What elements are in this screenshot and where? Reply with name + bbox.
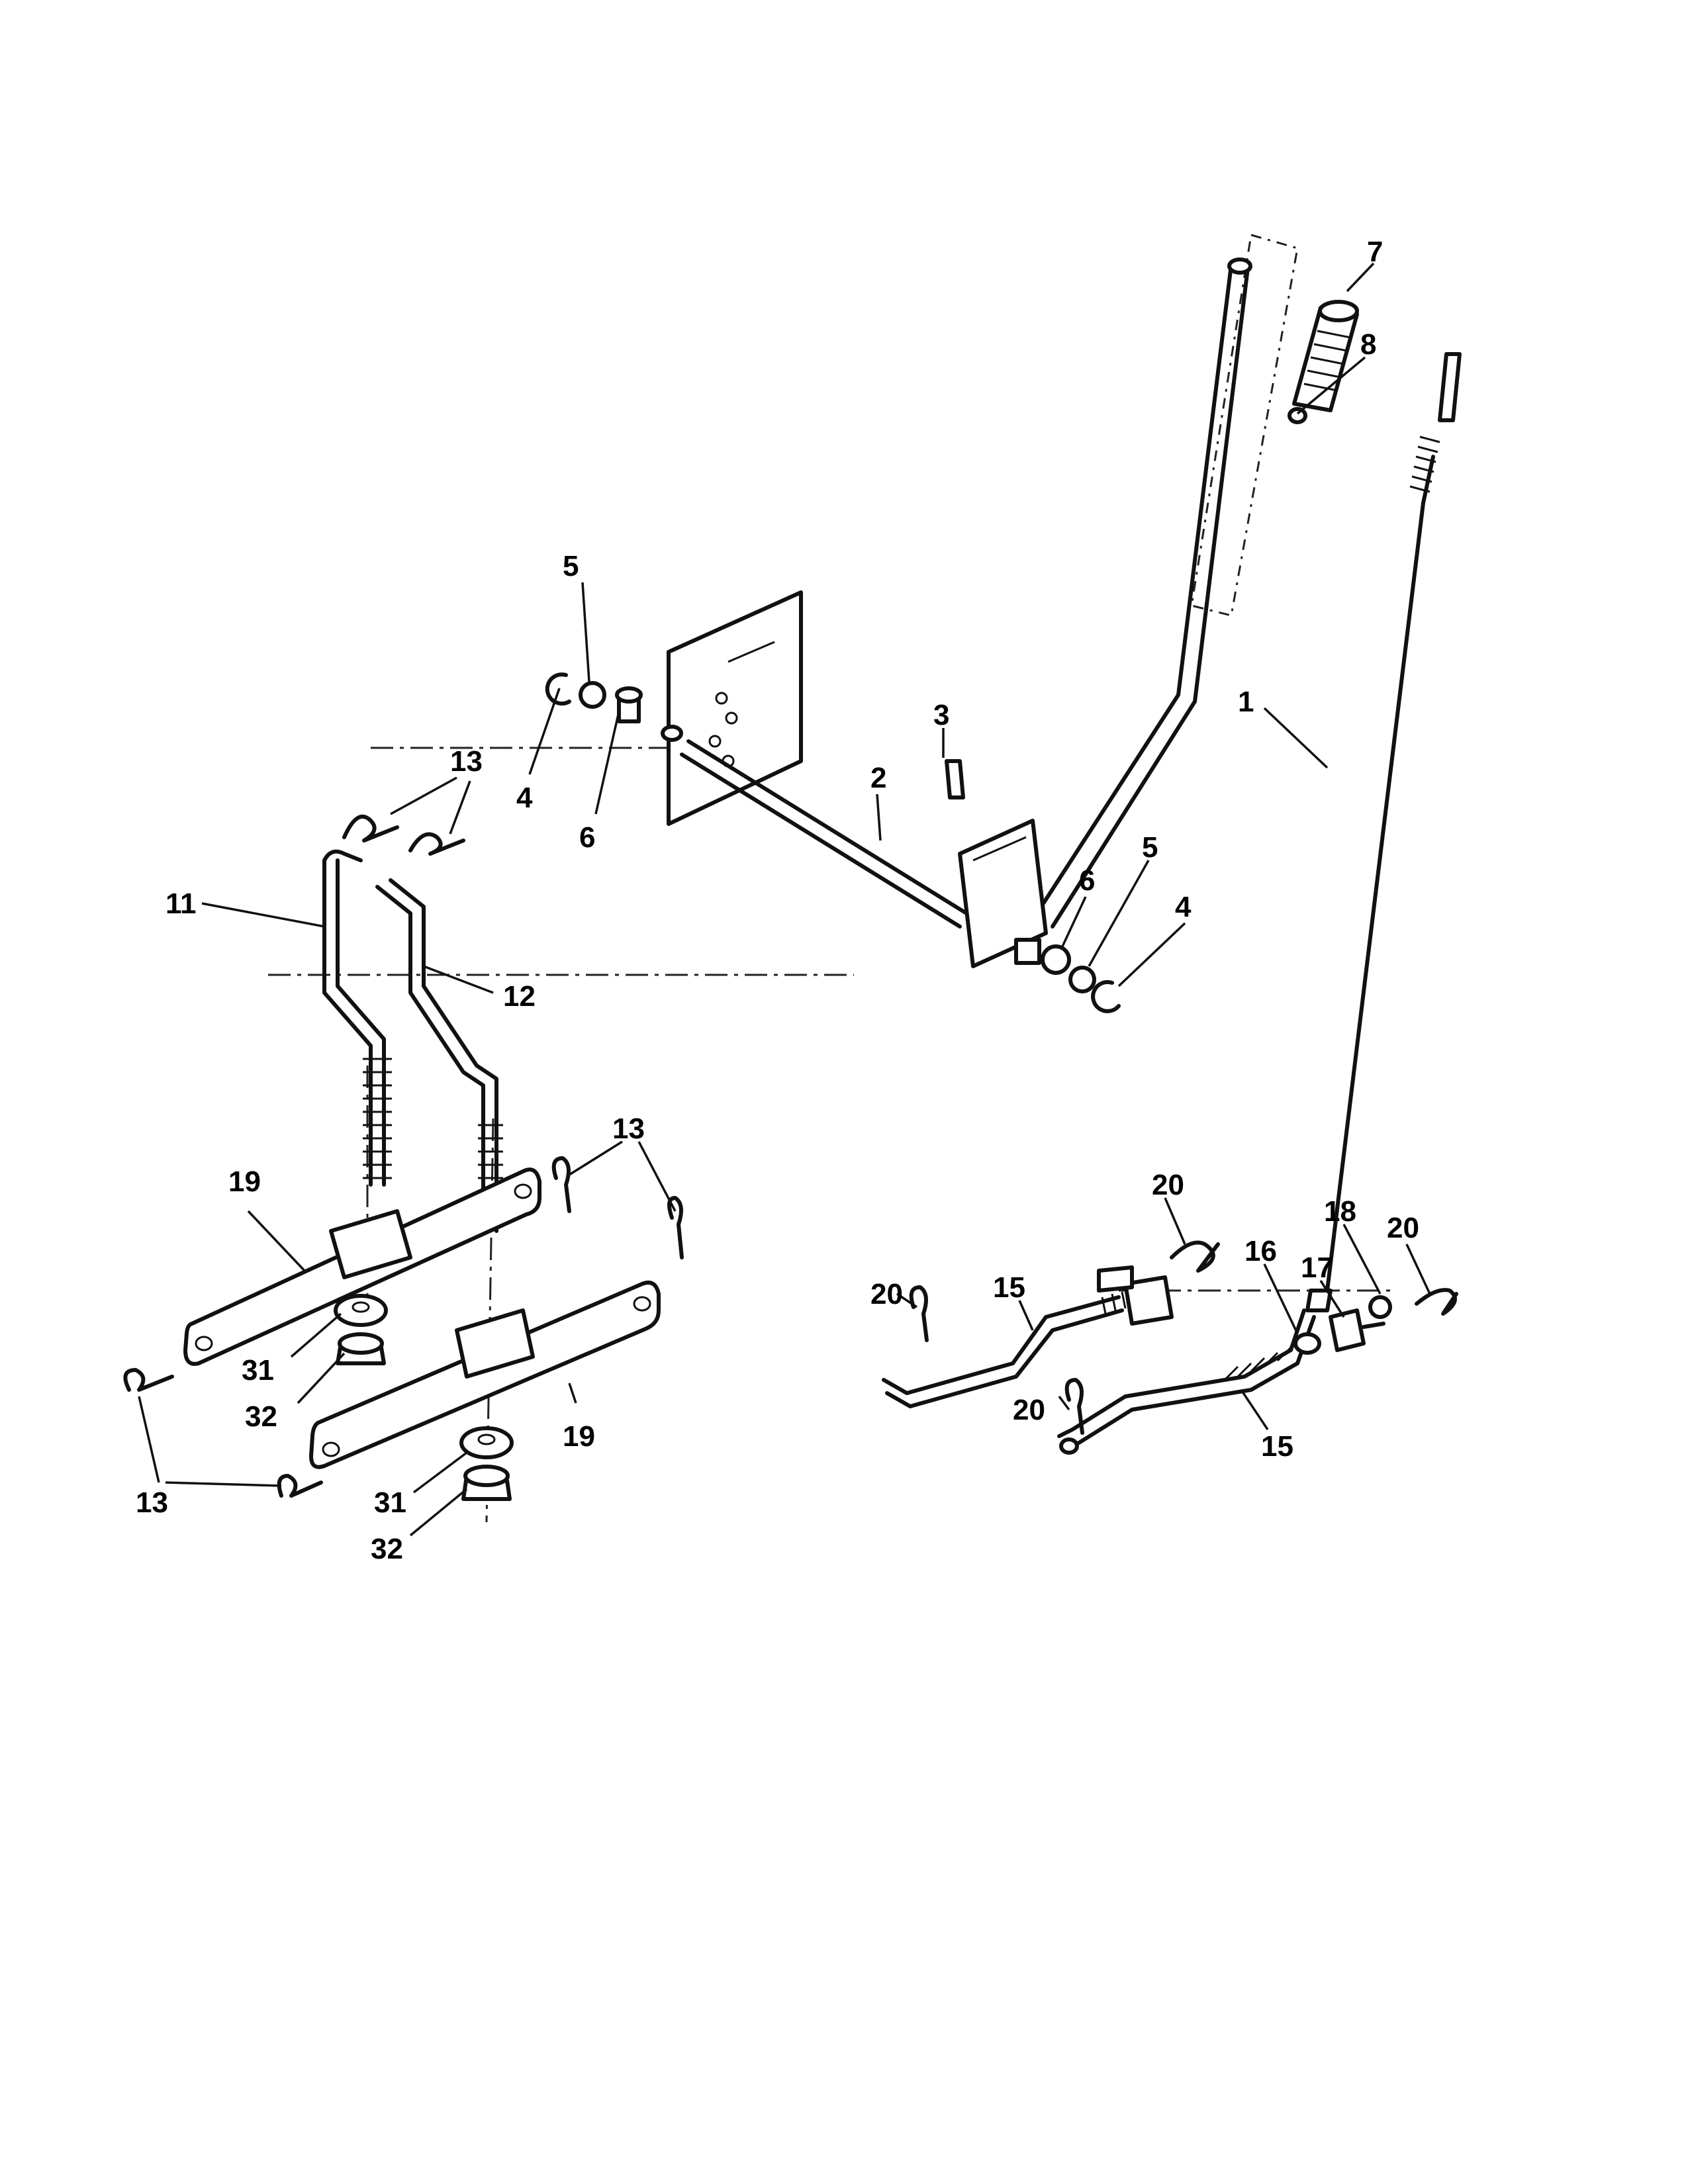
part-8-pin bbox=[1288, 407, 1307, 424]
callout-31-upper: 31 bbox=[242, 1354, 274, 1387]
part-12-lift-link bbox=[375, 878, 503, 1233]
callout-32-upper: 32 bbox=[245, 1400, 277, 1433]
callout-19-upper: 19 bbox=[228, 1165, 261, 1198]
part-18-washer bbox=[1368, 1295, 1392, 1319]
callout-6-left: 6 bbox=[579, 821, 595, 854]
callout-18: 18 bbox=[1324, 1195, 1356, 1228]
callout-3: 3 bbox=[933, 699, 949, 731]
callout-20-left: 20 bbox=[870, 1278, 903, 1310]
part-13-hairpin-clips bbox=[123, 814, 684, 1498]
part-31-32-upper-hardware bbox=[334, 1294, 388, 1365]
callout-13-top: 13 bbox=[450, 745, 483, 778]
leader-lines bbox=[138, 262, 1431, 1537]
callout-7: 7 bbox=[1367, 236, 1383, 268]
part-2-lever-arm bbox=[958, 257, 1252, 968]
lever-phantom-outline bbox=[1190, 234, 1299, 617]
part-19-lift-arm-upper bbox=[183, 1167, 541, 1366]
part-15-rod-upper bbox=[882, 1265, 1174, 1408]
part-16-nut bbox=[1293, 1332, 1321, 1355]
left-shaft-hardware bbox=[545, 672, 643, 723]
callout-20-top: 20 bbox=[1152, 1169, 1184, 1201]
callout-13-bottom: 13 bbox=[136, 1486, 168, 1519]
part-3-roll-pin bbox=[945, 759, 965, 799]
callout-8: 8 bbox=[1360, 328, 1376, 361]
callout-labels: 1 2 3 4 4 5 5 6 6 7 8 11 12 13 13 13 15 … bbox=[136, 236, 1419, 1565]
callout-15-lower: 15 bbox=[1261, 1430, 1293, 1463]
callout-17: 17 bbox=[1301, 1251, 1333, 1284]
part-11-lift-link bbox=[322, 849, 392, 1187]
callout-20-right: 20 bbox=[1387, 1212, 1419, 1244]
callout-5-right: 5 bbox=[1142, 831, 1158, 864]
callout-20-lower: 20 bbox=[1013, 1394, 1045, 1426]
callout-16: 16 bbox=[1244, 1235, 1277, 1267]
callout-15-upper: 15 bbox=[993, 1271, 1025, 1304]
part-7-grip bbox=[1292, 300, 1359, 412]
callout-19-lower: 19 bbox=[563, 1420, 595, 1453]
part-31-32-lower-hardware bbox=[459, 1426, 514, 1501]
part-19-lift-arm-lower bbox=[309, 1280, 661, 1469]
callout-31-lower: 31 bbox=[374, 1486, 406, 1519]
part-20-hairpin-clips bbox=[909, 1240, 1458, 1435]
callout-32-lower: 32 bbox=[371, 1533, 403, 1565]
callout-1: 1 bbox=[1238, 686, 1254, 718]
callout-12: 12 bbox=[503, 980, 536, 1013]
right-shaft-hardware bbox=[1014, 938, 1121, 1013]
callout-6-right: 6 bbox=[1079, 864, 1095, 897]
callout-4-left: 4 bbox=[516, 782, 533, 814]
callout-2: 2 bbox=[870, 762, 886, 794]
part-1-cable bbox=[1305, 352, 1462, 1312]
part-2-lift-shaft bbox=[661, 590, 1002, 940]
callout-11: 11 bbox=[165, 887, 197, 920]
callout-4-right: 4 bbox=[1175, 891, 1192, 923]
part-15-rod-lower bbox=[1057, 1308, 1316, 1455]
callout-5-left: 5 bbox=[563, 550, 579, 582]
callout-13-middle: 13 bbox=[612, 1113, 645, 1145]
part-17-block bbox=[1329, 1308, 1385, 1352]
